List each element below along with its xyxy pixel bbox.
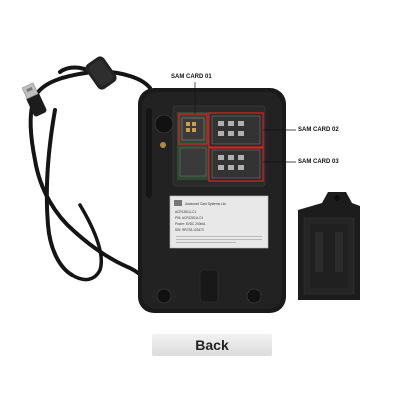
sam-cover <box>298 192 360 300</box>
callout-sam-card-03: SAM CARD 03 <box>298 159 339 165</box>
sam-compartment <box>172 105 266 187</box>
label-company: Advanced Card Systems Ltd. <box>185 202 226 206</box>
label-line-3: Power: 5VDC 200mA <box>175 222 206 226</box>
usb-plug <box>21 82 47 117</box>
rubber-foot <box>246 288 262 304</box>
label-line-4: S/N: RR728-123473 <box>175 228 204 232</box>
usb-cable <box>28 65 152 282</box>
ferrite-bead <box>85 56 117 90</box>
rubber-foot <box>156 288 172 304</box>
sam-slot-3 <box>211 149 261 179</box>
callout-lines <box>194 82 296 163</box>
card-reader-device: Advanced Card Systems Ltd. ACR1281U-C1 P… <box>138 82 296 313</box>
round-button <box>154 114 174 134</box>
product-label: Advanced Card Systems Ltd. ACR1281U-C1 P… <box>169 195 269 249</box>
sam-slot-2 <box>211 115 261 145</box>
sam-slot-1 <box>181 117 205 141</box>
label-line-2: P/N: ACR1281U-C1 <box>175 216 203 220</box>
label-line-1: ACR1281U-C1 <box>175 210 196 214</box>
back-button[interactable]: Back <box>152 334 272 356</box>
callout-sam-card-01: SAM CARD 01 <box>171 74 212 80</box>
back-label: Back <box>195 337 229 353</box>
callout-sam-card-02: SAM CARD 02 <box>298 127 339 133</box>
